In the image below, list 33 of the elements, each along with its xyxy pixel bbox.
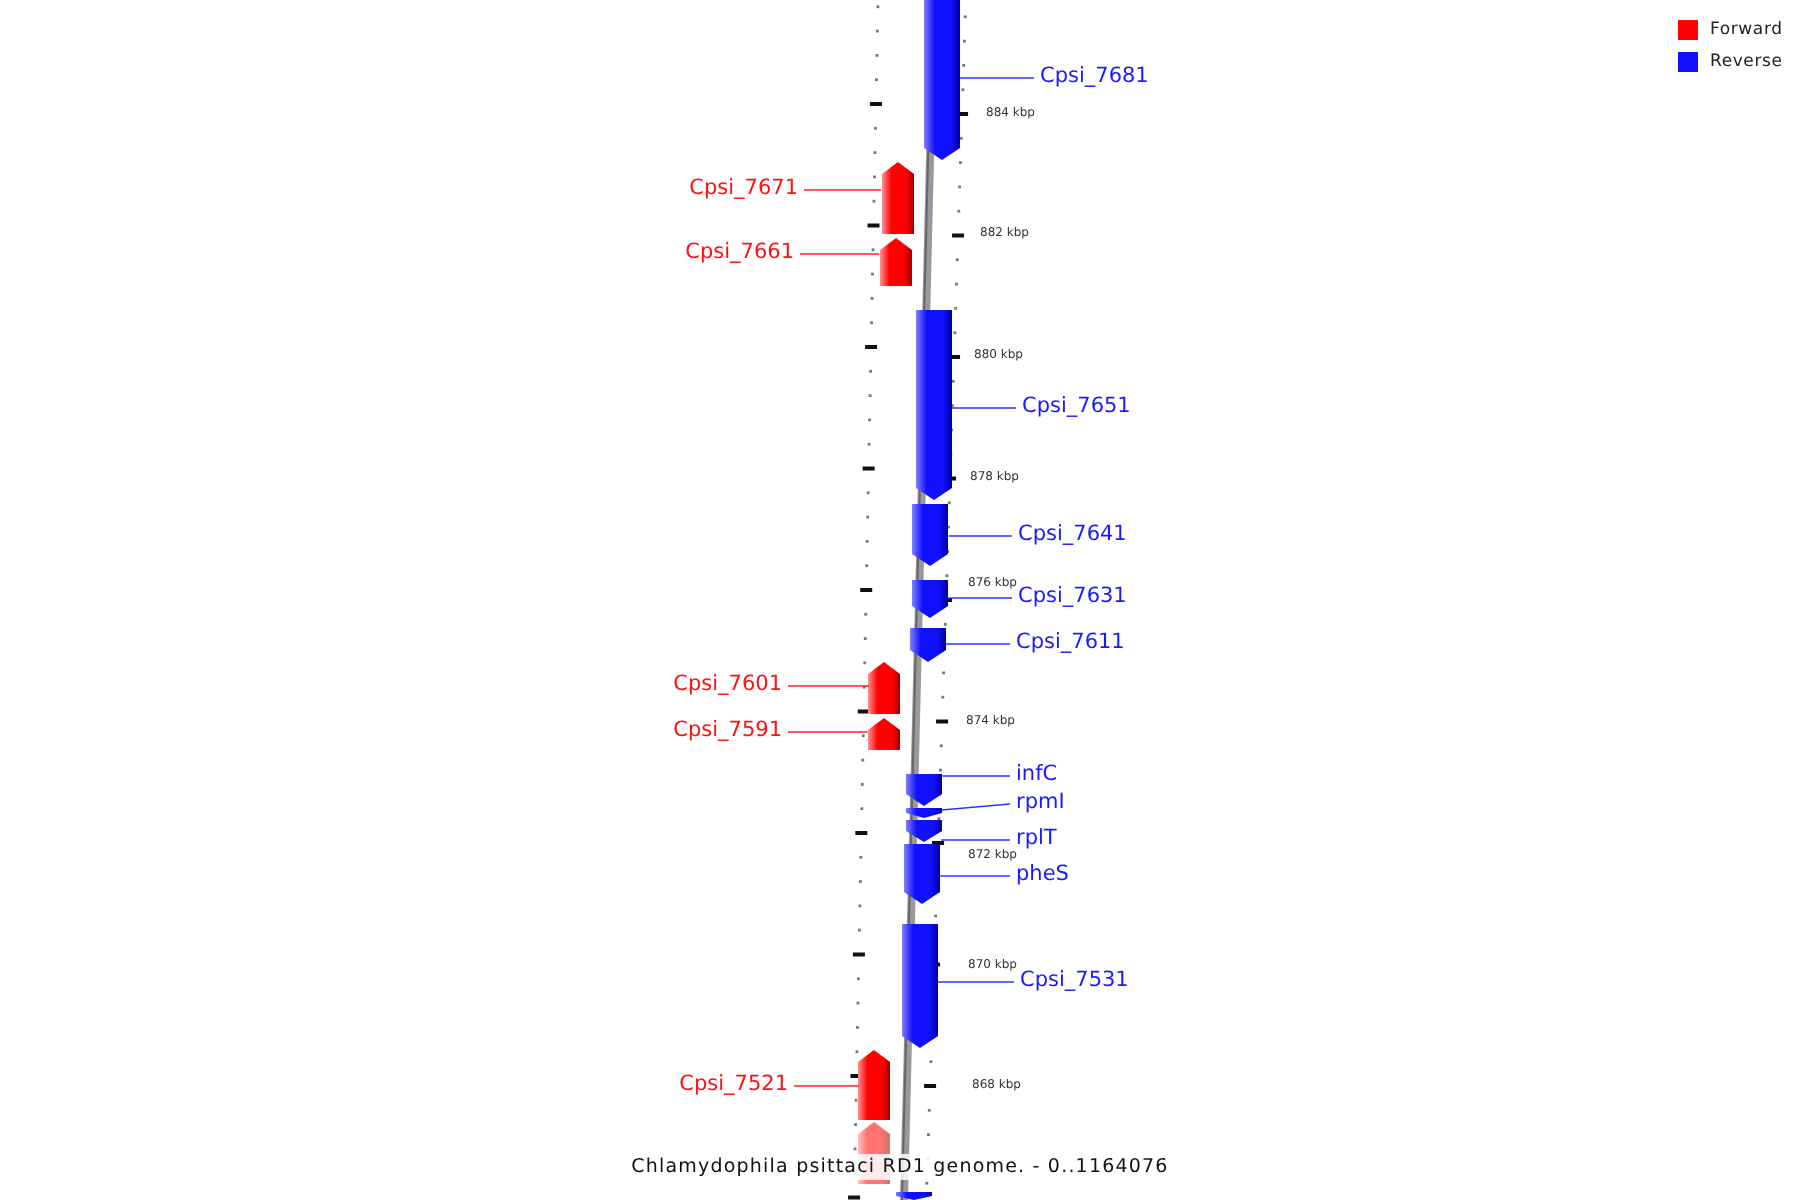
leader-line xyxy=(940,803,1011,811)
caption: Chlamydophila psittaci RD1 genome. - 0..1164076 xyxy=(627,1154,1173,1180)
gene-label: Cpsi_7631 xyxy=(1018,584,1127,610)
leader-line xyxy=(936,981,1015,983)
leader-line xyxy=(959,77,1035,79)
gene-label: Cpsi_7681 xyxy=(1040,64,1149,90)
gene-label: infC xyxy=(1016,762,1058,788)
gene-label: pheS xyxy=(1016,862,1069,888)
leader-line xyxy=(939,875,1011,877)
gene-label: Cpsi_7651 xyxy=(1022,394,1131,420)
gene-label: Cpsi_7521 xyxy=(679,1072,788,1098)
leader-line xyxy=(947,535,1013,537)
leader-line xyxy=(803,189,882,191)
gene-label: Cpsi_7611 xyxy=(1016,630,1125,656)
leader-line xyxy=(799,253,881,255)
gene-label: rpmI xyxy=(1016,790,1065,816)
legend-label: Reverse xyxy=(1710,52,1783,72)
legend-label: Forward xyxy=(1710,20,1783,40)
leader-line xyxy=(945,643,1011,645)
leader-line xyxy=(787,685,870,687)
leader-line xyxy=(793,1085,860,1087)
gene-label: Cpsi_7661 xyxy=(685,240,794,266)
leader-line xyxy=(787,731,869,733)
gene-label: Cpsi_7671 xyxy=(689,176,798,202)
leader-line xyxy=(941,775,1011,777)
gene-label: Cpsi_7641 xyxy=(1018,522,1127,548)
leader-line xyxy=(940,839,1011,841)
gene-label: Cpsi_7601 xyxy=(673,672,782,698)
gene-label: Cpsi_7591 xyxy=(673,718,782,744)
gene-label: Cpsi_7531 xyxy=(1020,968,1129,994)
leader-line xyxy=(946,597,1013,599)
leader-line xyxy=(951,407,1017,409)
gene-label: rplT xyxy=(1016,826,1057,852)
